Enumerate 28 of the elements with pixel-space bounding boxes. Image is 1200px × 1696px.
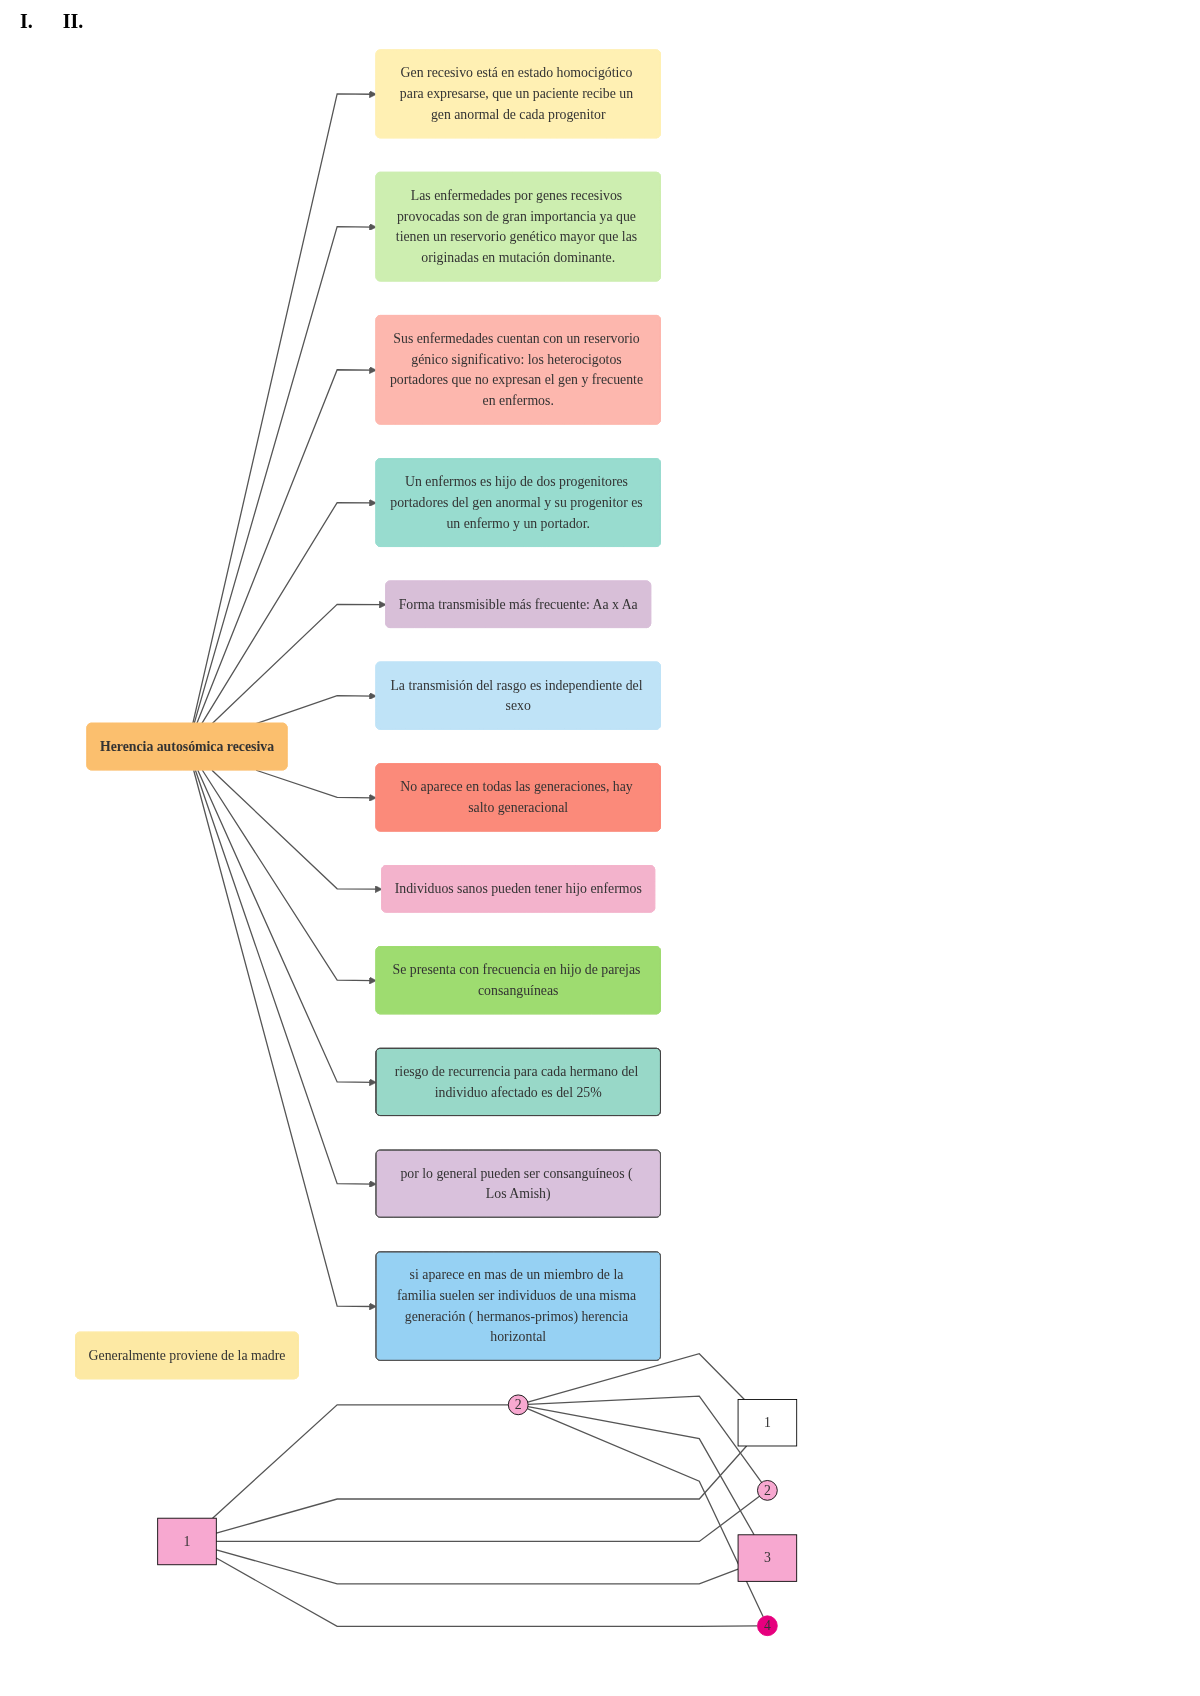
connector (527, 1406, 755, 1536)
arrow (194, 769, 377, 1188)
arrow (211, 769, 383, 893)
arrow (192, 90, 377, 725)
node-circle: 2 (757, 1480, 778, 1501)
connector (215, 1495, 761, 1543)
connector (215, 1445, 748, 1534)
arrow (193, 223, 377, 725)
arrow (193, 769, 377, 1311)
connector (215, 1557, 759, 1628)
arrow (255, 769, 377, 802)
node-box: 1 (157, 1517, 217, 1566)
node-circle: 2 (507, 1394, 529, 1416)
node-box: 3 (737, 1534, 798, 1582)
node-circle: 4 (757, 1615, 778, 1637)
connector (527, 1395, 763, 1483)
generation-label: I. (20, 10, 33, 33)
connector (526, 1408, 764, 1618)
arrow (196, 366, 377, 725)
node-box: 1 (737, 1399, 798, 1447)
arrow (211, 600, 387, 725)
connector (215, 1549, 739, 1585)
arrow (201, 499, 377, 725)
connector (527, 1353, 746, 1403)
generation-label: II. (62, 10, 84, 33)
arrow (197, 769, 377, 1087)
arrow (201, 769, 377, 985)
connector (211, 1404, 509, 1519)
